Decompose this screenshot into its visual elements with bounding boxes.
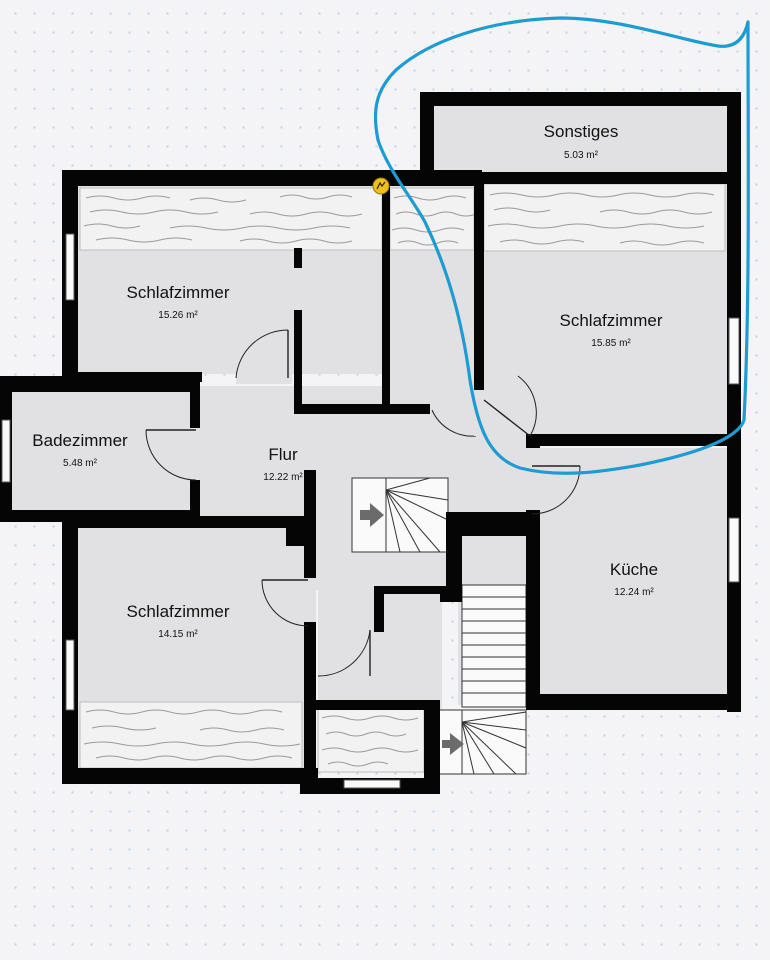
stair-direction-arrow-icon bbox=[442, 733, 464, 755]
room-name: Flur bbox=[268, 445, 298, 464]
doors bbox=[145, 329, 581, 677]
room-name: Küche bbox=[610, 560, 658, 579]
room-area: 5.48 m² bbox=[63, 458, 98, 469]
room-name: Schlafzimmer bbox=[127, 602, 230, 621]
room-sonstiges[interactable]: Sonstiges 5.03 m² bbox=[544, 122, 619, 161]
room-area: 14.15 m² bbox=[158, 629, 198, 640]
wardrobe-s bbox=[317, 707, 425, 773]
room-schlafzimmer-nw[interactable]: Schlafzimmer 15.26 m² bbox=[127, 283, 230, 321]
room-area: 12.24 m² bbox=[614, 587, 654, 598]
room-area: 15.26 m² bbox=[158, 310, 198, 321]
wall-marker-icon[interactable] bbox=[372, 177, 390, 195]
room-name: Schlafzimmer bbox=[560, 311, 663, 330]
stairs-lower bbox=[437, 584, 527, 775]
room-schlafzimmer-sw[interactable]: Schlafzimmer 14.15 m² bbox=[127, 602, 230, 640]
room-schlafzimmer-ne[interactable]: Schlafzimmer 15.85 m² bbox=[560, 311, 663, 349]
room-name: Schlafzimmer bbox=[127, 283, 230, 302]
room-badezimmer[interactable]: Badezimmer 5.48 m² bbox=[32, 431, 128, 469]
stairs-upper bbox=[351, 477, 449, 553]
room-area: 15.85 m² bbox=[591, 338, 631, 349]
windows bbox=[1, 233, 740, 789]
room-name: Badezimmer bbox=[32, 431, 128, 450]
room-flur[interactable]: Flur 12.22 m² bbox=[263, 445, 303, 483]
room-area: 12.22 m² bbox=[263, 472, 303, 483]
room-area: 5.03 m² bbox=[564, 150, 599, 161]
wardrobe-strips bbox=[79, 183, 726, 773]
room-kueche[interactable]: Küche 12.24 m² bbox=[610, 560, 658, 598]
stair-direction-arrow-icon bbox=[360, 503, 384, 527]
hand-drawn-annotation bbox=[373, 16, 750, 475]
wardrobe-nw bbox=[79, 187, 383, 251]
room-name: Sonstiges bbox=[544, 122, 619, 141]
